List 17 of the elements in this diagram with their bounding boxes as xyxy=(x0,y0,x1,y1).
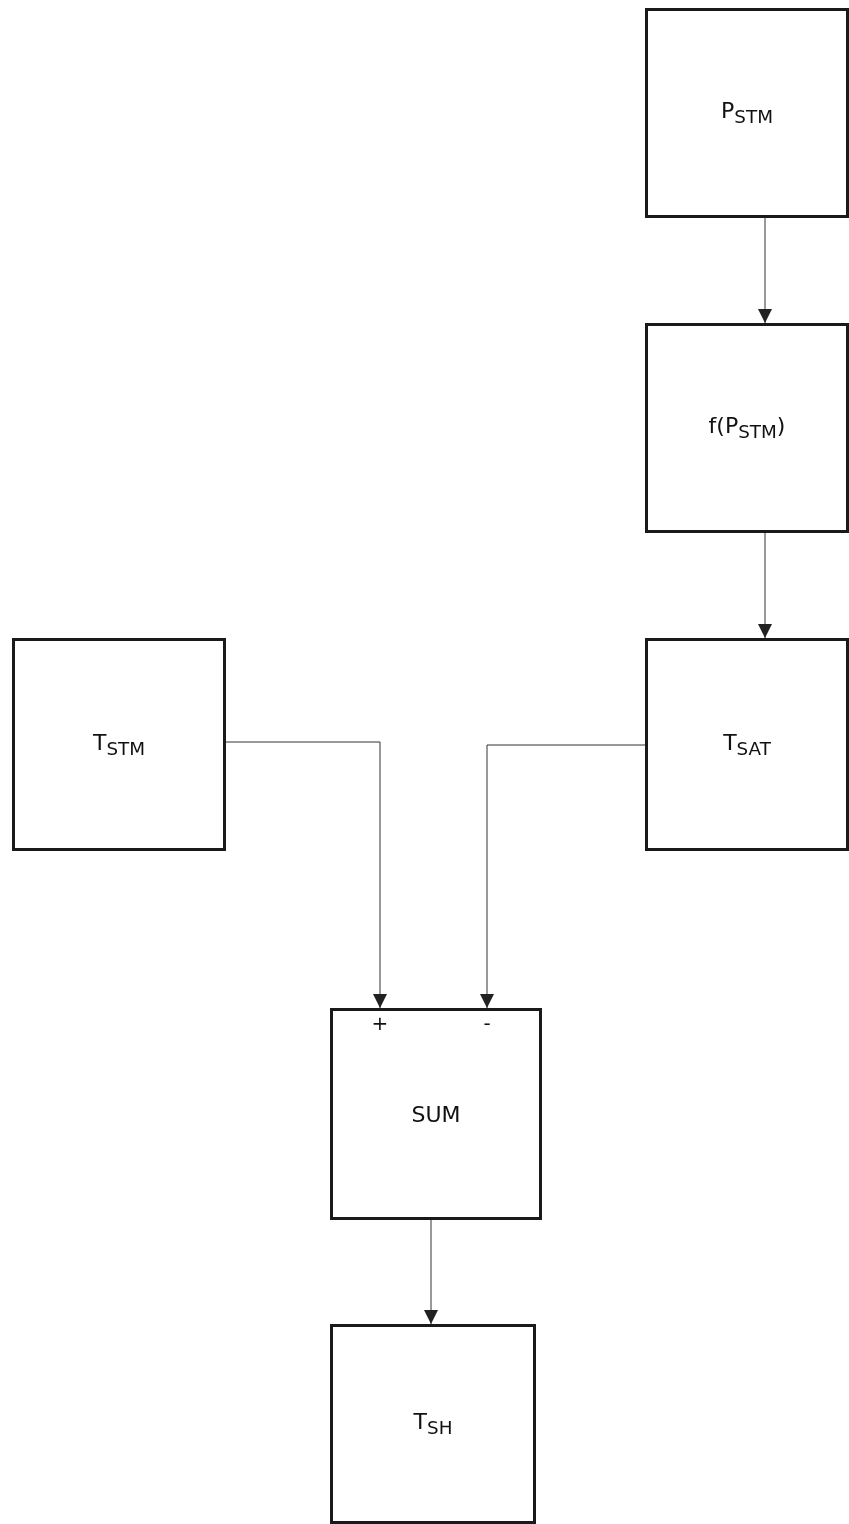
process-box xyxy=(645,8,849,218)
process-box xyxy=(12,638,226,851)
arrow xyxy=(758,217,772,324)
node-label: T$_{STM}$ xyxy=(92,729,146,760)
process-box xyxy=(330,1008,542,1220)
process-box xyxy=(330,1324,536,1524)
arrow xyxy=(480,744,646,1009)
node-label: T$_{SH}$ xyxy=(413,1409,453,1439)
node-label: f(P$_{STM}$) xyxy=(708,413,786,443)
node-label: P$_{STM}$ xyxy=(721,98,773,128)
node-label: SUM xyxy=(411,1101,461,1127)
process-box xyxy=(645,638,849,851)
arrow xyxy=(758,532,772,639)
process-box xyxy=(645,323,849,533)
arrow xyxy=(424,1219,438,1325)
arrow xyxy=(225,741,387,1009)
node-label: T$_{SAT}$ xyxy=(723,729,771,760)
